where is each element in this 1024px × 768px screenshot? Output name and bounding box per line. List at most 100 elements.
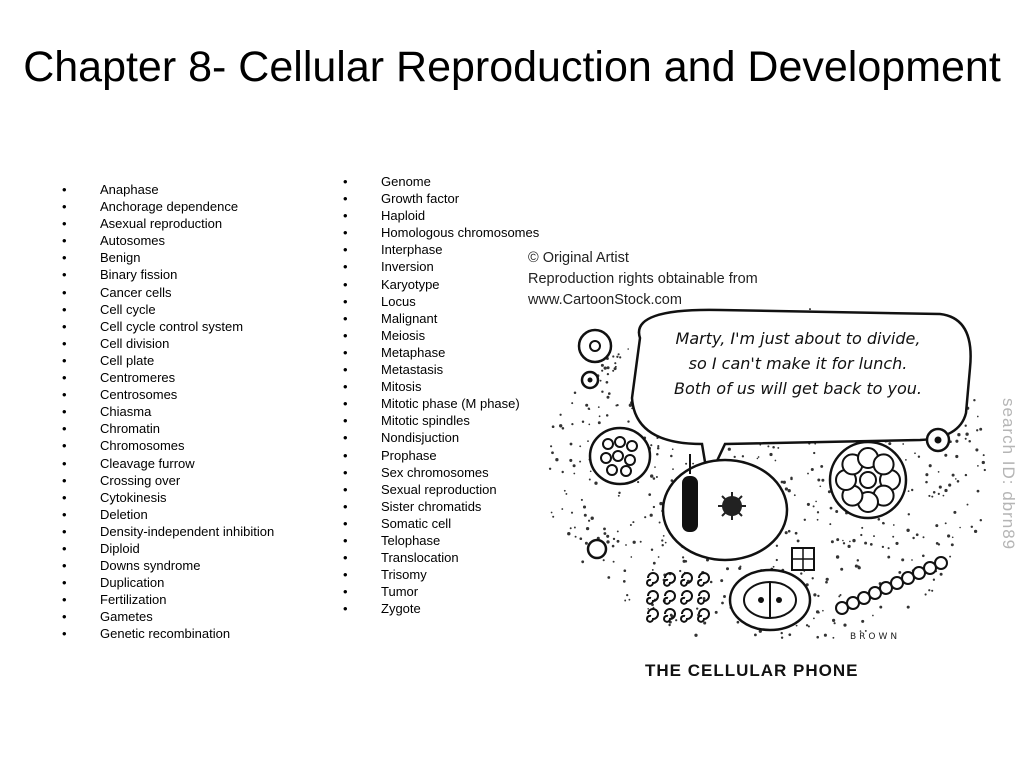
bullet-icon: • xyxy=(343,225,348,241)
term-item: •Chromosomes xyxy=(62,437,322,454)
artist-signature: BROWN xyxy=(850,632,901,642)
term-label: Karyotype xyxy=(381,276,440,292)
term-item: •Anchorage dependence xyxy=(62,198,322,215)
speech-text: Marty, I'm just about to divide, so I ca… xyxy=(628,326,968,401)
bullet-icon: • xyxy=(62,523,67,539)
chain-cells xyxy=(835,556,948,615)
cell-nucleus xyxy=(718,492,746,520)
bullet-icon: • xyxy=(62,387,67,403)
bullet-icon: • xyxy=(62,626,67,642)
term-label: Sex chromosomes xyxy=(381,464,489,480)
term-item: • Centrosomes xyxy=(62,386,322,403)
term-item: •Chiasma xyxy=(62,403,322,420)
bullet-icon: • xyxy=(343,413,348,429)
term-label: Malignant xyxy=(381,310,438,326)
term-label: Meiosis xyxy=(381,327,426,343)
term-label: Anaphase xyxy=(100,182,159,197)
term-label: Cell cycle xyxy=(100,301,156,317)
term-label: Centrosomes xyxy=(100,387,178,403)
term-item: •Asexual reproduction xyxy=(62,215,322,232)
term-item: •Telophase xyxy=(343,532,543,549)
bullet-icon: • xyxy=(62,592,67,608)
page-title: Chapter 8- Cellular Reproduction and Dev… xyxy=(23,43,1001,91)
bullet-icon: • xyxy=(62,506,67,522)
term-label: Downs syndrome xyxy=(100,558,201,574)
term-label: Diploid xyxy=(100,540,140,556)
term-label: Metaphase xyxy=(381,344,446,360)
bullet-icon: • xyxy=(343,464,348,480)
term-label: Homologous chromosomes xyxy=(381,225,540,241)
credit-line: www.CartoonStock.com xyxy=(528,292,682,308)
bullet-icon: • xyxy=(343,174,348,189)
bullet-icon: • xyxy=(62,267,67,283)
term-item: • Density-independent inhibition xyxy=(62,523,322,540)
term-item: •Downs syndrome xyxy=(62,557,322,574)
term-item: •Deletion xyxy=(62,506,322,523)
bullet-icon: • xyxy=(62,284,67,300)
bullet-icon: • xyxy=(343,550,348,566)
term-item: •Locus xyxy=(343,293,543,310)
term-item: • Karyotype xyxy=(343,276,543,293)
bullet-icon: • xyxy=(62,489,67,505)
cartoon-image: © Original Artist Reproduction rights ob… xyxy=(520,248,1024,698)
term-item: •Cell plate xyxy=(62,352,322,369)
phone-receiver xyxy=(682,476,698,532)
term-label: Density-independent inhibition xyxy=(100,523,275,539)
bullet-icon: • xyxy=(62,301,67,317)
bullet-icon: • xyxy=(343,584,348,600)
term-item: •Genetic recombination xyxy=(62,625,322,642)
term-item: •Chromatin xyxy=(62,420,322,437)
term-label: Cell cycle control system xyxy=(100,318,244,334)
term-label: Crossing over xyxy=(100,472,181,488)
flower-cell xyxy=(828,440,908,520)
term-label: Autosomes xyxy=(100,233,166,249)
term-item: •Diploid xyxy=(62,540,322,557)
term-label: Sister chromatids xyxy=(381,498,482,514)
term-label: Mitotic phase (M phase) xyxy=(381,396,520,412)
bullet-icon: • xyxy=(62,472,67,488)
term-label: Somatic cell xyxy=(381,515,452,531)
term-label: Cell plate xyxy=(100,352,155,368)
small-cell xyxy=(586,538,608,560)
cartoon-drawing xyxy=(548,308,986,639)
term-label: Cleavage furrow xyxy=(100,455,195,471)
term-list-right: •Genome•Growth factor•Haploid•Homologous… xyxy=(343,173,543,617)
term-label: Benign xyxy=(100,250,141,266)
term-item: • Fertilization xyxy=(62,591,322,608)
term-label: Metastasis xyxy=(381,362,444,378)
term-item: •Sister chromatids xyxy=(343,498,543,515)
speech-bubble xyxy=(630,308,972,485)
term-label: Telophase xyxy=(381,532,441,548)
bullet-icon: • xyxy=(343,259,348,275)
term-label: Fertilization xyxy=(100,592,167,608)
bullet-icon: • xyxy=(343,396,348,412)
term-item: •Autosomes xyxy=(62,232,322,249)
term-item: • Sex chromosomes xyxy=(343,464,543,481)
term-item: •Meiosis xyxy=(343,327,543,344)
term-label: Haploid xyxy=(381,208,426,224)
term-label: Prophase xyxy=(381,447,437,463)
term-item: •Interphase xyxy=(343,241,543,258)
term-item: • Homologous chromosomes xyxy=(343,224,543,241)
term-label: Trisomy xyxy=(381,567,427,583)
term-item: •Inversion xyxy=(343,258,543,275)
bullet-icon: • xyxy=(343,276,348,292)
term-item: •Trisomy xyxy=(343,566,543,583)
credit-line: © Original Artist xyxy=(528,250,629,266)
credit-line: Reproduction rights obtainable from xyxy=(528,271,758,287)
term-label: Mitotic spindles xyxy=(381,413,470,429)
bullet-icon: • xyxy=(343,191,348,207)
bullet-icon: • xyxy=(62,216,67,232)
bullet-icon: • xyxy=(343,430,348,446)
term-label: Chromosomes xyxy=(100,438,185,454)
term-item: • Mitotic phase (M phase) xyxy=(343,395,543,412)
bullet-icon: • xyxy=(62,455,67,471)
term-label: Anchorage dependence xyxy=(100,199,239,215)
bullet-icon: • xyxy=(343,242,348,258)
cartoon-caption: THE CELLULAR PHONE xyxy=(645,661,859,680)
bullet-icon: • xyxy=(62,250,67,266)
bullet-icon: • xyxy=(62,182,67,197)
term-item: •Cancer cells xyxy=(62,284,322,301)
bullet-icon: • xyxy=(62,370,67,386)
term-label: Centromeres xyxy=(100,370,176,386)
